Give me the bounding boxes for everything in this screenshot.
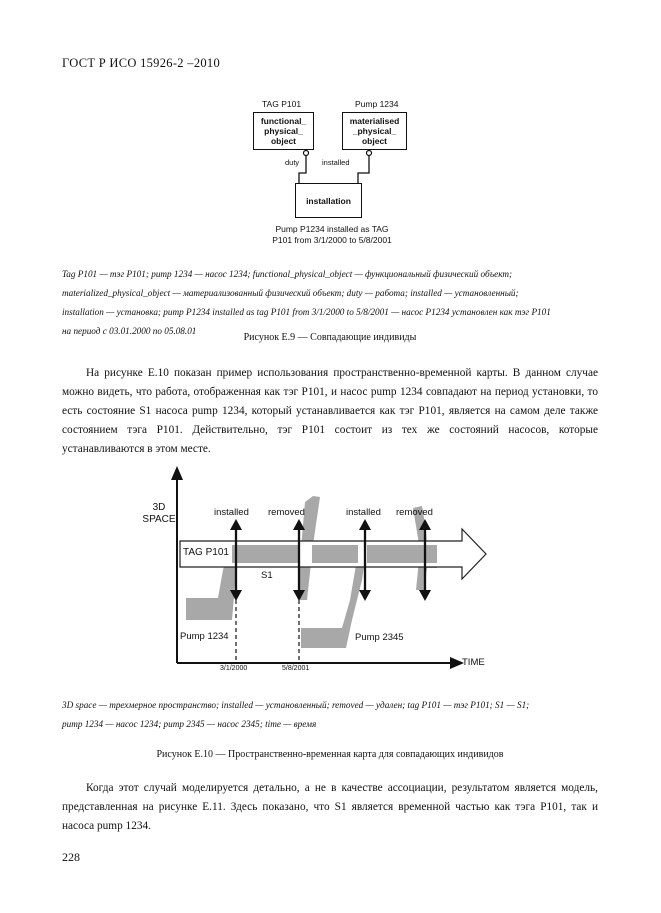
box-functional-physical-object: functional_ physical_ object bbox=[253, 112, 314, 150]
label-pump-2345-band: Pump 2345 bbox=[355, 632, 404, 643]
label-date-1: 3/1/2000 bbox=[220, 665, 248, 672]
installed-connector-node bbox=[365, 149, 373, 157]
box-installation: installation bbox=[295, 183, 362, 218]
figure-e10-caption: Рисунок Е.10 — Пространственно-временная… bbox=[156, 749, 504, 760]
label-installed-1: installed bbox=[214, 507, 249, 518]
legend-line: materialized_physical_object — материали… bbox=[62, 288, 519, 298]
role-installed: installed bbox=[322, 158, 350, 167]
figure-e9-note-line1: Pump P1234 installed as TAG bbox=[275, 224, 389, 234]
figure-e9-note: Pump P1234 installed as TAG P101 from 3/… bbox=[262, 224, 402, 246]
figure-e9-caption: Рисунок Е.9 — Совпадающие индивиды bbox=[243, 332, 417, 343]
axis-y-label: 3D SPACE bbox=[141, 502, 177, 526]
label-removed-1: removed bbox=[268, 507, 305, 518]
axis-y-line2: SPACE bbox=[142, 514, 176, 525]
time-space-bands bbox=[186, 496, 437, 648]
label-installed-2: installed bbox=[346, 507, 381, 518]
pump-2345-band bbox=[301, 545, 367, 648]
label-tag-p101: TAG P101 bbox=[262, 99, 302, 109]
paragraph-2: Когда этот случай моделируется детально,… bbox=[62, 782, 598, 832]
axis-y-line1: 3D bbox=[152, 502, 166, 513]
figure-e9-legend: Tag P101 — тэг P101; pump 1234 — насос 1… bbox=[62, 265, 607, 341]
legend-line: 3D space — трехмерное пространство; inst… bbox=[62, 700, 530, 710]
figure-e10-legend: 3D space — трехмерное пространство; inst… bbox=[62, 696, 607, 734]
label-pump-1234-band: Pump 1234 bbox=[180, 631, 229, 642]
axes bbox=[171, 466, 464, 669]
duty-connector-node bbox=[302, 149, 310, 157]
label-pump-1234: Pump 1234 bbox=[355, 99, 399, 109]
box-functional-label: functional_ physical_ object bbox=[260, 116, 307, 146]
label-tag-p101-band: TAG P101 bbox=[183, 547, 229, 558]
box-materialised-physical-object: materialised _physical_ object bbox=[342, 112, 407, 150]
figure-e9: TAG P101 Pump 1234 functional_ physical_… bbox=[0, 0, 661, 260]
figure-e9-note-line2: P101 from 3/1/2000 to 5/8/2001 bbox=[272, 235, 392, 245]
axis-x-label: TIME bbox=[462, 657, 485, 668]
label-date-2: 5/8/2001 bbox=[282, 665, 310, 672]
legend-line: pump 1234 — насос 1234; pump 2345 — насо… bbox=[62, 719, 317, 729]
box-installation-label: installation bbox=[306, 195, 351, 206]
page-number: 228 bbox=[62, 850, 80, 864]
legend-line: на период с 03.01.2000 по 05.08.01 bbox=[62, 326, 197, 336]
box-materialised-label: materialised _physical_ object bbox=[349, 116, 400, 146]
tag-p101-band bbox=[179, 527, 487, 581]
legend-line: Tag P101 — тэг P101; pump 1234 — насос 1… bbox=[62, 269, 513, 279]
event-arrows bbox=[230, 519, 431, 601]
document-header: ГОСТ Р ИСО 15926-2 –2010 bbox=[62, 56, 221, 70]
label-s1: S1 bbox=[261, 570, 273, 581]
figure-e9-connectors bbox=[298, 149, 373, 184]
paragraph-1: На рисунке Е.10 показан пример использов… bbox=[62, 367, 598, 455]
legend-line: installation — установка; pump P1234 ins… bbox=[62, 307, 551, 317]
label-removed-2: removed bbox=[396, 507, 433, 518]
date-markers bbox=[235, 600, 300, 664]
installed-connector-line bbox=[357, 156, 370, 184]
duty-connector-line bbox=[298, 156, 307, 184]
role-duty: duty bbox=[285, 158, 300, 167]
